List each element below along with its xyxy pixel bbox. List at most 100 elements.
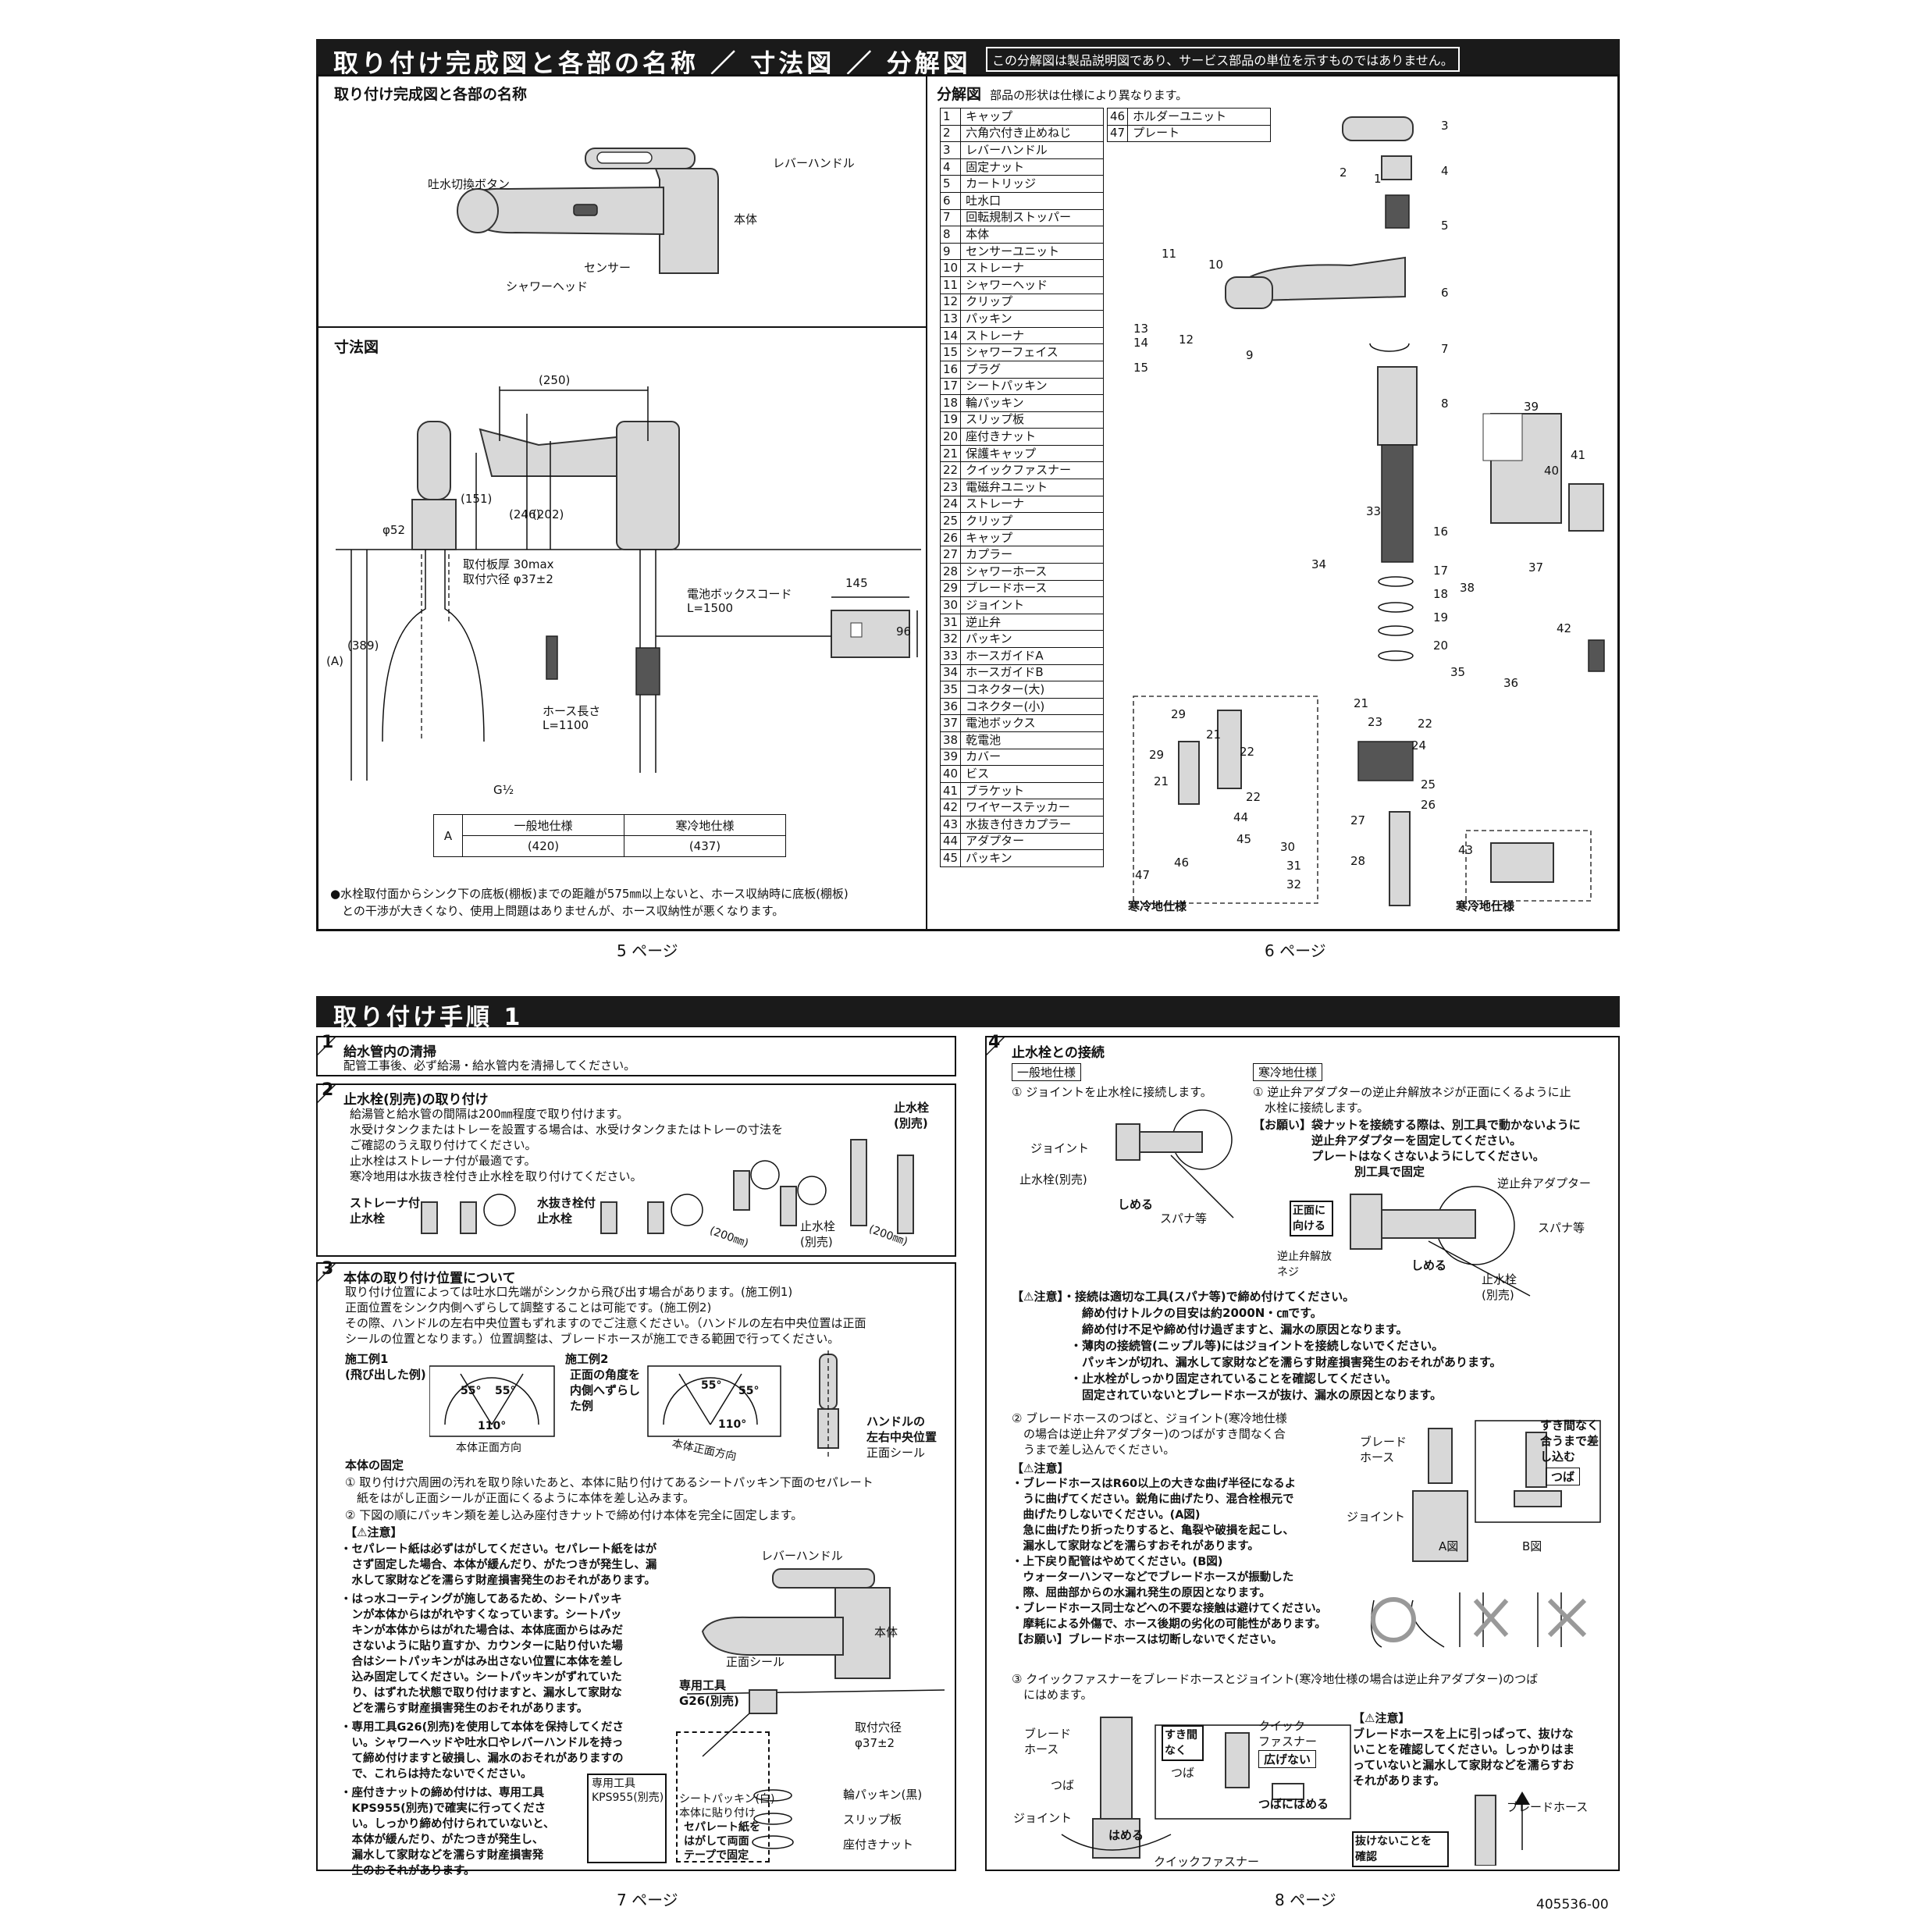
s4-quick3: クイックファスナー (1154, 1855, 1260, 1869)
ex1b: (飛び出した例) (345, 1368, 426, 1382)
part-number: 10 (939, 259, 962, 277)
part-callout: 18 (1433, 587, 1449, 601)
part-number: 26 (939, 528, 962, 547)
exploded-subtitle: 部品の形状は仕様により異なります。 (990, 88, 1188, 102)
step4-note-line: ・薄肉の接続管(ニップル等)にはジョイントを接続しないでください。 (1012, 1339, 1444, 1353)
part-callout: 37 (1528, 560, 1544, 575)
part-number: 30 (939, 596, 962, 614)
s3-seat2: 本体に貼り付け (679, 1807, 756, 1820)
part-name: 六角穴付き止めねじ (960, 124, 1104, 143)
a110b: 110° (718, 1418, 747, 1431)
s4-fit: はめる (1108, 1828, 1144, 1842)
part-name: 吐水口 (960, 191, 1104, 210)
part-number: 12 (939, 293, 962, 311)
fix1b: 紙をはがし正面シールが正面にくるように本体を差し込みます。 (345, 1491, 695, 1505)
fix2: ② 下図の順にパッキン類を差し込み座付きナットで締め付け本体を完全に固定します。 (345, 1508, 803, 1522)
valve3: 止水栓 (894, 1101, 930, 1115)
part-name: シャワーフェイス (960, 343, 1104, 361)
dim-table-rowlabel: A (433, 814, 463, 857)
part-name: シャワーヘッド (960, 276, 1104, 294)
part-name: パッキン (960, 849, 1104, 867)
label-shower: シャワーヘッド (506, 279, 589, 294)
s3l2: いことを確認してください。しっかりはま (1353, 1742, 1575, 1756)
step3-caution-line: ・セパレート紙は必ずはがしてください。セパレート紙をはが (340, 1543, 657, 1556)
dim-52: φ52 (382, 523, 405, 537)
part-number: 25 (939, 512, 962, 530)
exploded-title: 分解図 (937, 86, 982, 103)
k1b: 水栓に接続します。 (1253, 1101, 1369, 1115)
step3-caution-line: 水して家財などを濡らす財産損害発生のおそれがあります。 (340, 1574, 656, 1587)
front-seal: 正面シール (866, 1446, 926, 1460)
step3-caution-line: ・座付きナットの締め付けは、専用工具 (340, 1787, 544, 1799)
gap-box (1162, 1725, 1204, 1761)
part-number: 16 (939, 360, 962, 379)
valve2: 水抜き栓付 (537, 1196, 596, 1210)
step4-connection-right (1350, 1186, 1531, 1297)
part-name: プレート (1127, 124, 1271, 143)
step4-panel (985, 1036, 1620, 1871)
part-callout: 6 (1441, 286, 1449, 300)
part-number: 37 (939, 714, 962, 732)
part-number: 15 (939, 343, 962, 361)
part-callout: 44 (1233, 810, 1249, 824)
step3-caution-line: 漏水して家財などを濡らす財産損害発 (340, 1849, 544, 1862)
s4-check-adapter: 逆止弁アダプター (1497, 1176, 1592, 1190)
s4-gap2: 合うまで差 (1540, 1434, 1599, 1448)
dim-section-title: 寸法図 (334, 339, 379, 356)
part-number: 28 (939, 563, 962, 581)
label-switch: 吐水切換ボタン (428, 177, 511, 191)
s4-spread: 広げない (1258, 1750, 1317, 1768)
part-callout: 11 (1162, 247, 1177, 261)
step3-no: 3 (322, 1259, 334, 1279)
part-name: 水抜き付きカプラー (960, 815, 1104, 834)
s3l1: ブレードホースを上に引っぱって、抜けな (1353, 1727, 1574, 1741)
ex2b: 正面の角度を (570, 1368, 641, 1382)
part-number: 41 (939, 781, 962, 800)
part-callout: 34 (1311, 557, 1327, 571)
part-name: ビス (960, 765, 1104, 783)
dim-table-col1: 一般地仕様 (462, 814, 624, 836)
s3-seat4: はがして両面 (684, 1835, 749, 1848)
part-number: 40 (939, 765, 962, 783)
part-name: カバー (960, 748, 1104, 767)
step2-line: 水受けタンクまたはトレーを設置する場合は、水受けタンクまたはトレーの寸法を (350, 1123, 784, 1137)
part-number: 33 (939, 647, 962, 665)
s4-tsuba: つば (1546, 1468, 1581, 1485)
exploded-title-row: 分解図 部品の形状は仕様により異なります。 (937, 83, 1187, 104)
fix1: ① 取り付け穴周囲の汚れを取り除いたあと、本体に貼り付けてあるシートパッキン下面… (345, 1475, 873, 1489)
step3-line: 取り付け位置によっては吐水口先端がシンクから飛び出す場合があります。(施工例1) (345, 1285, 793, 1299)
ex1: 施工例1 (345, 1352, 389, 1366)
part-callout: 29 (1171, 707, 1187, 721)
part-callout: 3 (1441, 119, 1449, 133)
dim-A: (A) (326, 654, 343, 668)
part-callout: 21 (1154, 774, 1169, 788)
part-callout: 31 (1286, 859, 1302, 873)
part-callout: 26 (1421, 798, 1436, 812)
step4-s2-line: 際、屈曲部からの水漏れ発生の原因となります。 (1012, 1587, 1271, 1599)
tag-cold: 寒冷地仕様 (1253, 1063, 1323, 1081)
dim-389: (389) (347, 639, 379, 653)
s3-lever: レバーハンドル (761, 1549, 843, 1563)
cold-label-left: 寒冷地仕様 (1128, 899, 1187, 913)
s4-confirm: 抜けないことを (1355, 1835, 1432, 1848)
battery-cord: 電池ボックスコード (687, 587, 792, 601)
dim-table-col2: 寒冷地仕様 (624, 814, 786, 836)
part-callout: 36 (1503, 676, 1519, 690)
front-face-box (1290, 1201, 1333, 1236)
names-section-title: 取り付け完成図と各部の名称 (334, 86, 528, 103)
ex2d: た例 (570, 1399, 594, 1413)
step3-caution-line: さないように貼り直すか、カウンターに貼り付いた場 (340, 1640, 623, 1653)
step3-line: その際、ハンドルの左右中央位置もずれますのでご注意ください。（ハンドルの左右中央… (345, 1316, 866, 1330)
dim-96: 96 (896, 624, 912, 639)
